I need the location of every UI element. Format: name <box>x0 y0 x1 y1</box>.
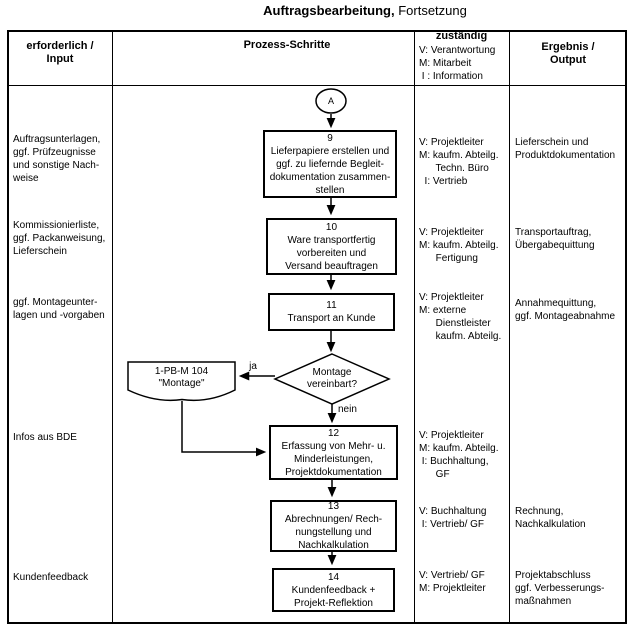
decision-label: Montage vereinbart? <box>306 367 358 390</box>
process-table-frame <box>7 30 627 624</box>
column-divider <box>112 32 113 622</box>
input-row-14: Kundenfeedback <box>13 572 89 583</box>
decision-yes-label: ja <box>249 361 257 372</box>
responsible-row-12: V: Projektleiter M: kaufm. Abteilg. I: B… <box>419 430 499 480</box>
column-divider <box>509 32 510 622</box>
connector-a-label: A <box>327 96 334 106</box>
header-output-column: Ergebnis / Output <box>541 41 595 66</box>
output-row-10: Transportauftrag, Übergabequittung <box>515 227 595 251</box>
responsible-row-13: V: Buchhaltung I: Vertrieb/ GF <box>419 506 487 530</box>
flow-step-13-box: 13 Abrechnungen/ Rech- nungstellung und … <box>270 500 397 552</box>
flow-step-10-box: 10 Ware transportfertig vorbereiten und … <box>266 218 397 275</box>
page-title: Auftragsbearbeitung, Fortsetzung <box>100 3 630 18</box>
flow-step-11-box: 11 Transport an Kunde <box>268 293 395 331</box>
output-row-11: Annahmequittung, ggf. Montageabnahme <box>515 298 616 322</box>
responsible-row-11: V: Projektleiter M: externe Dienstleiste… <box>419 292 502 342</box>
output-row-13: Rechnung, Nachkalkulation <box>515 506 586 530</box>
responsible-row-10: V: Projektleiter M: kaufm. Abteilg. Fert… <box>419 227 499 264</box>
input-row-12: Infos aus BDE <box>13 432 77 443</box>
header-process-column: Prozess-Schritte <box>243 39 331 51</box>
header-responsible-column: zuständig <box>435 30 488 42</box>
input-row-11: ggf. Montageunter- lagen und -vorgaben <box>13 297 105 321</box>
header-row-divider <box>9 85 625 86</box>
input-row-10: Kommissionierliste, ggf. Packanweisung, … <box>13 220 106 257</box>
flow-step-12-box: 12 Erfassung von Mehr- u. Minderleistung… <box>269 425 398 480</box>
header-input-column: erforderlich / Input <box>26 40 94 65</box>
header-responsible-legend: V: Verantwortung M: Mitarbeit I : Inform… <box>419 45 496 82</box>
output-row-14: Projektabschluss ggf. Verbesserungs- maß… <box>515 570 605 607</box>
flow-step-9-box: 9 Lieferpapiere erstellen und ggf. zu li… <box>263 130 397 198</box>
responsible-row-9: V: Projektleiter M: kaufm. Abteilg. Tech… <box>419 137 499 187</box>
input-row-9: Auftragsunterlagen, ggf. Prüfzeugnisse u… <box>13 134 101 184</box>
decision-no-label: nein <box>338 404 357 415</box>
page-title-suffix: Fortsetzung <box>394 3 467 18</box>
output-row-9: Lieferschein und Produktdokumentation <box>515 137 616 161</box>
flow-step-14-box: 14 Kundenfeedback + Projekt-Reflektion <box>272 568 395 612</box>
page-title-main: Auftragsbearbeitung, <box>263 3 395 18</box>
responsible-row-14: V: Vertrieb/ GF M: Projektleiter <box>419 570 486 594</box>
reference-label: 1-PB-M 104 "Montage" <box>154 366 209 389</box>
column-divider <box>414 32 415 622</box>
